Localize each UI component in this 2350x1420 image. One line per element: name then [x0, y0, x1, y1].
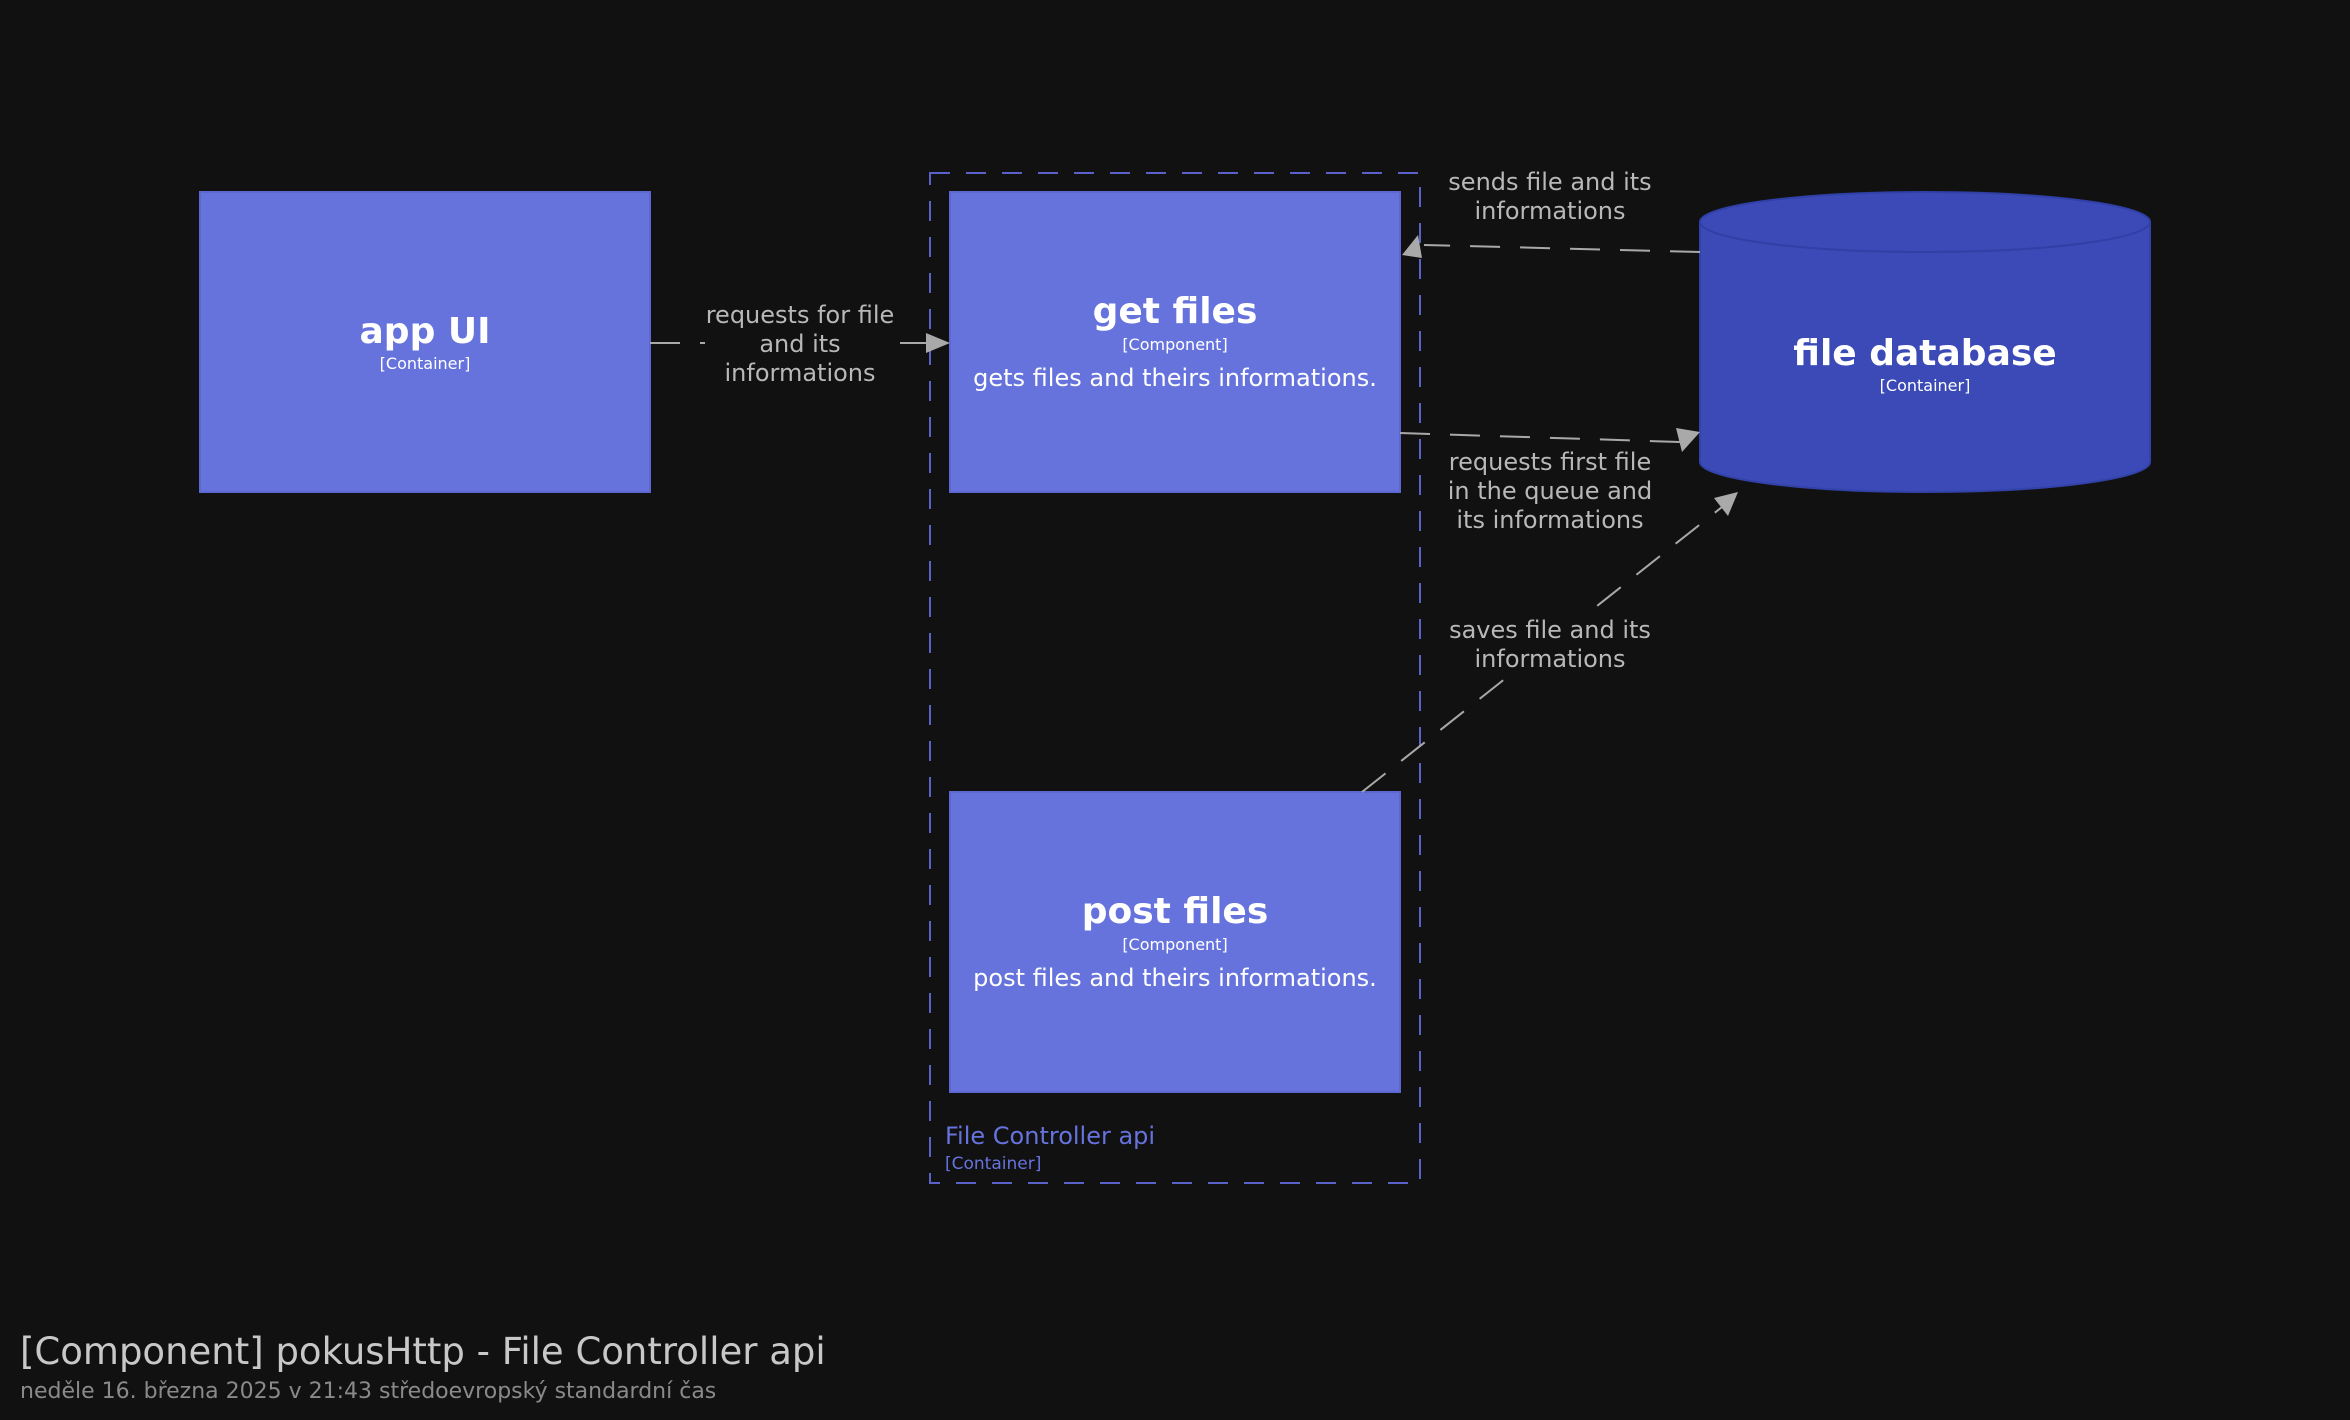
relationship-post-files-to-db[interactable]: saves file and its informations [1361, 492, 1738, 793]
app-to-get-label-line-2: and its [759, 330, 840, 358]
element-get-files[interactable]: get files [Component] gets files and the… [949, 191, 1401, 493]
diagram-title: [Component] pokusHttp - File Controller … [20, 1330, 826, 1373]
element-file-database[interactable]: file database [Container] [1699, 191, 2151, 493]
app-to-get-label-line-3: informations [724, 359, 875, 387]
post-files-type: [Component] [1122, 935, 1227, 954]
boundary-type: [Container] [945, 1154, 1041, 1174]
post-files-name: post files [1082, 891, 1269, 932]
relationship-get-files-to-db[interactable]: requests first file in the queue and its… [1399, 428, 1700, 536]
get-to-db-label-line-3: its informations [1456, 506, 1643, 534]
boundary-name: File Controller api [945, 1122, 1155, 1150]
get-to-db-label-line-1: requests first file [1449, 448, 1651, 476]
post-to-db-label-line-2: informations [1474, 645, 1625, 673]
element-post-files[interactable]: post files [Component] post files and th… [949, 791, 1401, 1093]
app-ui-name: app UI [360, 311, 491, 352]
relationship-app-to-get-files[interactable]: requests for file and its informations [650, 297, 950, 389]
element-app-ui[interactable]: app UI [Container] [199, 191, 651, 493]
db-to-get-label-line-2: informations [1474, 197, 1625, 225]
app-to-get-label-line-1: requests for file [706, 301, 895, 329]
post-to-db-label-line-1: saves file and its [1449, 616, 1651, 644]
boundary-file-controller-api[interactable] [929, 172, 1421, 1184]
get-files-description: gets files and theirs informations. [973, 364, 1377, 392]
file-database-type: [Container] [1880, 376, 1971, 395]
get-to-db-label-line-2: in the queue and [1448, 477, 1653, 505]
post-files-description: post files and theirs informations. [973, 964, 1377, 992]
diagram-date: neděle 16. března 2025 v 21:43 středoevr… [20, 1379, 717, 1404]
db-to-get-label-line-1: sends file and its [1448, 168, 1651, 196]
get-files-name: get files [1093, 291, 1258, 332]
app-ui-type: [Container] [380, 354, 471, 373]
file-database-name: file database [1793, 333, 2056, 374]
relationship-db-to-get-files[interactable]: sends file and its informations [1402, 164, 1701, 258]
get-files-type: [Component] [1122, 335, 1227, 354]
